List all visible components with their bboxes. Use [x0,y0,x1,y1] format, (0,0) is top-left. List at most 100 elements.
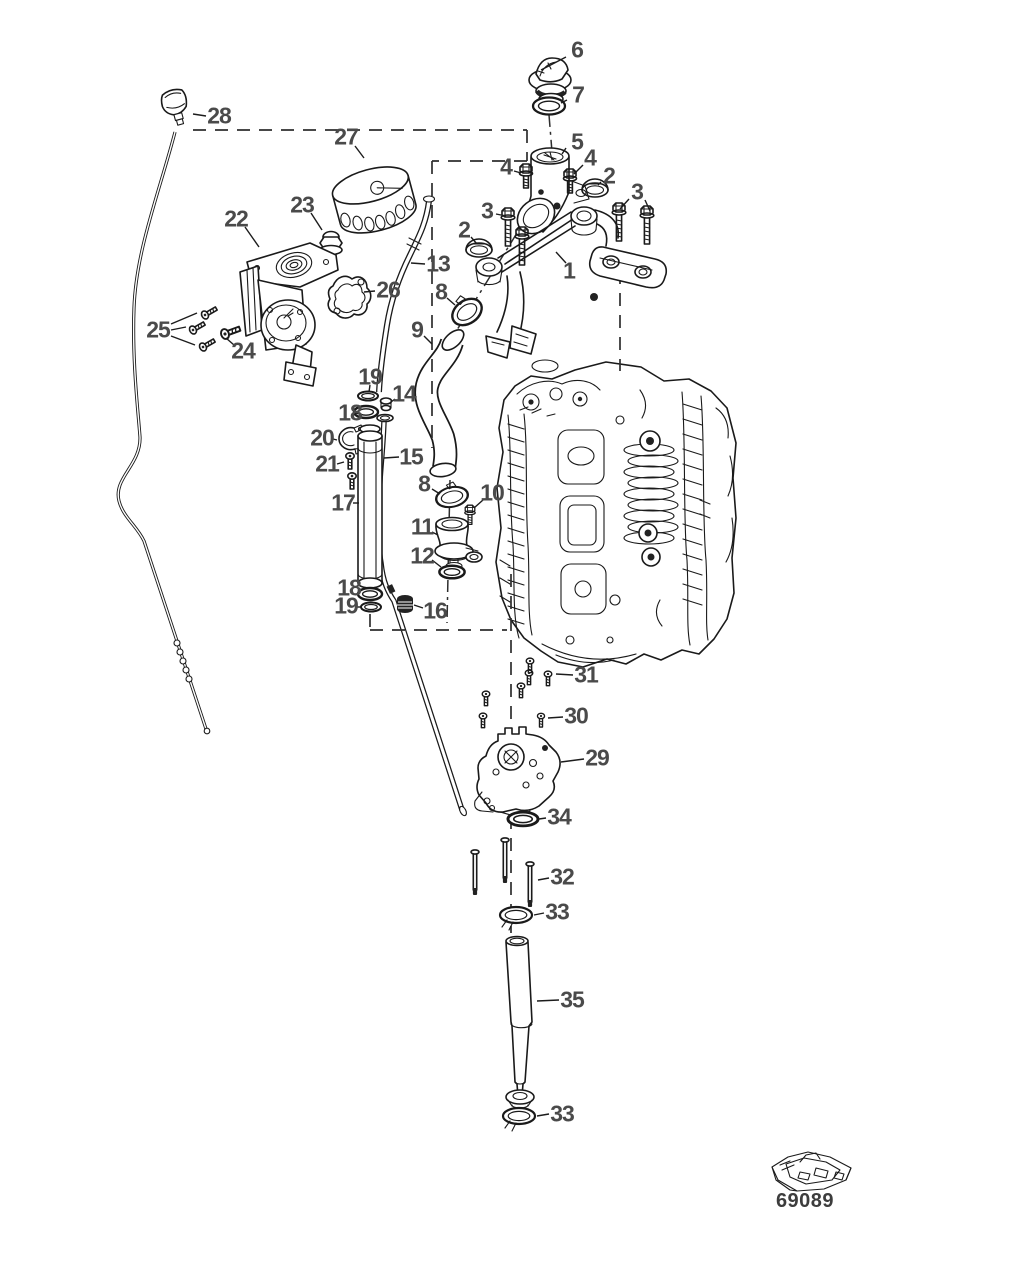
callout-9: 9 [411,316,424,343]
sight-tube [357,424,383,589]
callout-leader-line [336,461,345,465]
callout-15: 15 [399,443,424,470]
callout-leader-line [383,456,400,459]
callout-leader-line [555,251,567,264]
callout-16: 16 [423,597,448,624]
callout-26: 26 [376,276,401,303]
callout-leader-line [495,213,507,217]
callout-leader-line [533,912,545,916]
callout-3: 3 [631,178,644,205]
callout-leader-line [413,604,424,609]
oil-filter [331,166,417,234]
callout-leader-line [561,147,567,155]
callout-leader-line [170,312,198,325]
callout-leader-line [573,164,584,175]
callout-leader-line [644,199,651,212]
callout-leader-line [354,145,365,159]
oil-fill-neck [516,147,590,235]
callout-leader-line [310,212,323,231]
callout-leader-line [225,337,235,346]
callout-14: 14 [392,380,417,407]
callout-leader-line [470,236,478,245]
upper-dipstick-tube [376,195,436,393]
callout-leader-line [597,181,602,186]
callout-13: 13 [426,250,451,277]
callout-19: 19 [334,592,359,619]
callout-12: 12 [410,542,435,569]
callout-30: 30 [564,702,589,729]
callout-leader-line [410,262,426,265]
support-bracket [475,206,668,359]
callout-leader-line [170,335,196,346]
fill-cap-oring [531,96,567,116]
callout-leader-line [513,170,522,174]
callout-18: 18 [337,574,362,601]
callout-leader-line [170,326,187,331]
callout-20: 20 [310,424,335,451]
callout-leader-line [357,589,361,593]
callout-27: 27 [334,123,359,150]
callout-leader-line [619,198,630,210]
callout-29: 29 [585,744,610,771]
callout-2: 2 [603,162,616,189]
callout-18: 18 [338,399,363,426]
callout-leader-line [536,1113,550,1117]
callout-leader-line [431,559,442,568]
callout-31: 31 [574,661,599,688]
callout-leader-line [363,290,376,293]
engine-block [495,359,737,668]
callout-11: 11 [410,513,434,540]
callout-4: 4 [584,144,597,171]
callout-35: 35 [560,986,585,1013]
callout-leader-line [244,226,260,248]
callout-24: 24 [231,337,256,364]
callout-leader-line [423,335,433,345]
callout-leader-line [431,488,441,495]
callout-19: 19 [358,363,383,390]
callout-23: 23 [290,191,315,218]
callout-33: 33 [550,1100,575,1127]
callout-leader-line [446,297,456,306]
callout-21: 21 [315,450,340,477]
oil-pump-assembly [239,242,339,387]
figure-number: 69089 [775,1190,835,1212]
callout-leader-line [555,673,574,676]
callout-17: 17 [331,489,356,516]
callout-leader-line [431,531,439,536]
callout-4: 4 [500,153,513,180]
callout-3: 3 [481,197,494,224]
callout-33: 33 [545,898,570,925]
callout-leader-line [390,398,396,403]
callout-leader-line [332,438,338,441]
reference-dashed-box [193,129,528,631]
callout-leader-line [192,113,207,117]
valve-springs [623,430,679,567]
pickup-tube [505,935,535,1109]
tube-fitting [379,397,393,412]
knurled-plug [397,595,413,613]
callout-7: 7 [572,81,585,108]
callout-2: 2 [458,216,471,243]
callout-leader-line [368,384,371,393]
callout-1: 1 [563,257,576,284]
callout-leader-line [540,56,567,71]
callout-6: 6 [571,36,584,63]
callout-leader-line [538,817,547,820]
boat-logo [771,1151,852,1192]
callout-32: 32 [550,863,575,890]
callout-leader-line [560,99,568,104]
callout-10: 10 [480,479,505,506]
callout-28: 28 [207,102,232,129]
callout-leader-line [473,499,484,509]
callout-leader-line [537,877,550,881]
callout-22: 22 [224,205,249,232]
retainer-clip [338,424,364,455]
callout-5: 5 [571,128,584,155]
callout-leader-line [354,412,361,415]
callout-8: 8 [435,278,448,305]
gasket [327,275,372,319]
oil-pump [474,726,561,818]
